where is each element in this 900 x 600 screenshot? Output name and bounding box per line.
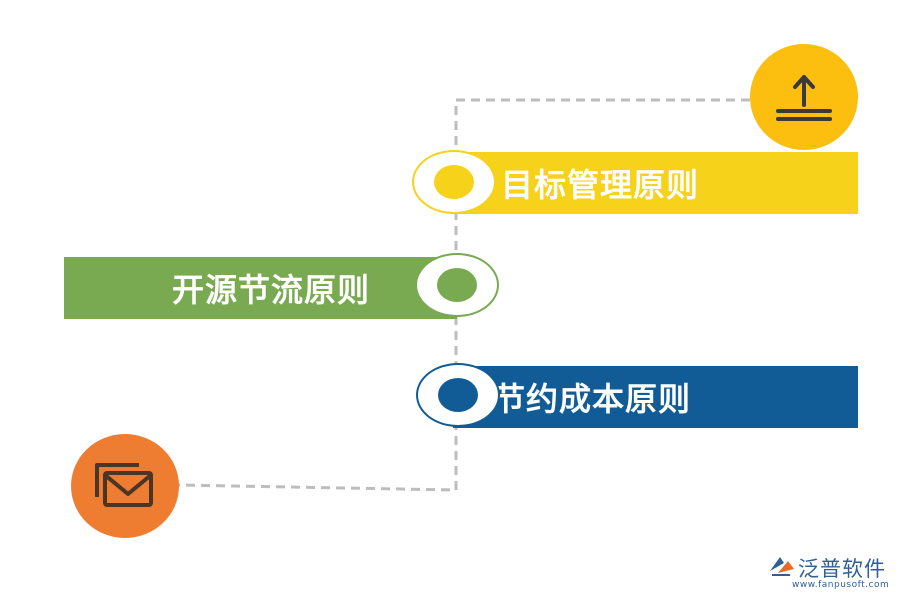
logo-name: 泛普软件 <box>798 557 886 581</box>
upload-icon-circle <box>750 44 858 150</box>
green-ring-marker <box>415 253 499 317</box>
mail-icon <box>95 463 153 507</box>
mail-icon-circle <box>71 434 179 538</box>
green-dot <box>437 268 477 302</box>
blue-ring-marker <box>416 363 500 427</box>
blue-dot <box>438 378 478 412</box>
principle-label-open-source-reduce-cost: 开源节流原则 <box>172 271 371 309</box>
yellow-ring-marker <box>412 150 496 214</box>
principle-bar-open-source-reduce-cost: 开源节流原则 <box>64 257 457 319</box>
principle-bar-cost-saving: 节约成本原则 <box>453 366 858 428</box>
yellow-dot <box>434 165 474 199</box>
logo-mark-icon <box>770 557 794 576</box>
logo-url: www.fanpusoft.com <box>792 580 890 590</box>
principle-label-target-management: 目标管理原则 <box>501 166 700 204</box>
upload-icon <box>776 75 832 121</box>
principle-label-cost-saving: 节约成本原则 <box>493 380 692 418</box>
principle-bar-target-management: 目标管理原则 <box>453 152 858 214</box>
logo: 泛普软件 www.fanpusoft.com <box>768 553 896 593</box>
